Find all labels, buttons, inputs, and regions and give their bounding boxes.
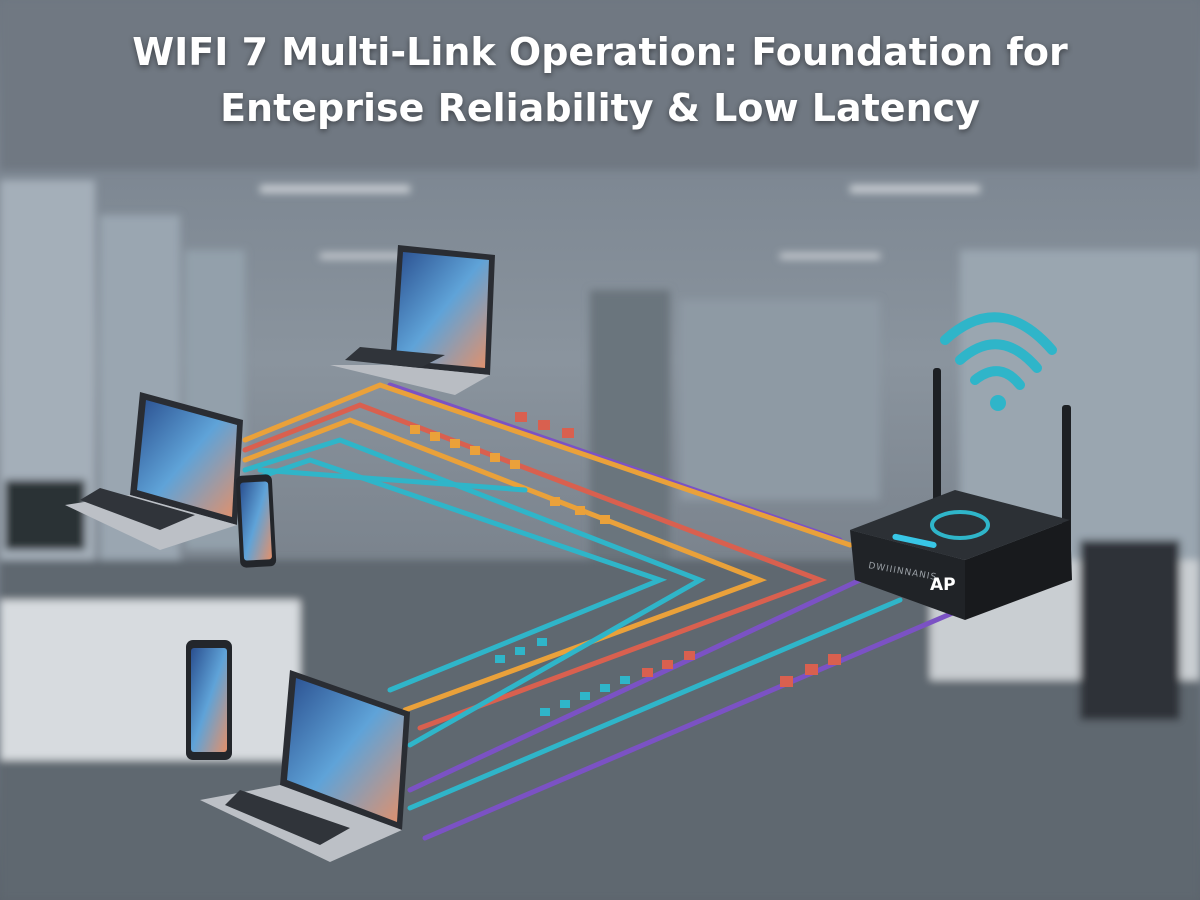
packet: [515, 647, 525, 655]
packet: [450, 439, 460, 448]
laptop-top: [330, 245, 495, 395]
link-orange-top: [242, 382, 853, 548]
title-line-1: WIFI 7 Multi-Link Operation: Foundation …: [132, 30, 1068, 74]
link-teal-3: [257, 467, 528, 493]
packet: [828, 654, 841, 665]
packet: [805, 664, 818, 675]
link-teal-1: [242, 437, 706, 748]
packet: [410, 425, 420, 434]
packet: [430, 432, 440, 441]
ap-label: AP: [930, 575, 956, 595]
packet: [490, 453, 500, 462]
packet: [470, 446, 480, 455]
link-purple-bottom: [422, 609, 958, 841]
packet: [642, 668, 653, 677]
laptop-left: [65, 392, 243, 550]
phone-bottom: [186, 640, 232, 760]
packet: [562, 428, 574, 438]
phone-left: [235, 474, 277, 568]
packet: [540, 708, 550, 716]
page-title: WIFI 7 Multi-Link Operation: Foundation …: [0, 24, 1200, 136]
ap-brand-text: DWIIINNANIS: [867, 561, 937, 583]
link-red-top: [242, 402, 828, 731]
packet: [580, 692, 590, 700]
link-teal-bottom: [407, 597, 903, 811]
packet: [560, 700, 570, 708]
access-point-router: [850, 368, 1072, 620]
packet: [600, 684, 610, 692]
packet: [537, 638, 547, 646]
packet: [495, 655, 505, 663]
packet: [620, 676, 630, 684]
packet: [550, 497, 560, 506]
packet: [575, 506, 585, 515]
packet: [600, 515, 610, 524]
data-packets: [410, 412, 841, 716]
packet: [515, 412, 527, 422]
packet: [510, 460, 520, 469]
title-line-2: Enteprise Reliability & Low Latency: [220, 86, 980, 130]
laptop-bottom: [200, 670, 410, 862]
wifi-icon: [940, 312, 1057, 411]
packet: [684, 651, 695, 660]
packet: [662, 660, 673, 669]
link-purple-mid: [407, 577, 863, 793]
packet: [538, 420, 550, 430]
packet: [780, 676, 793, 687]
